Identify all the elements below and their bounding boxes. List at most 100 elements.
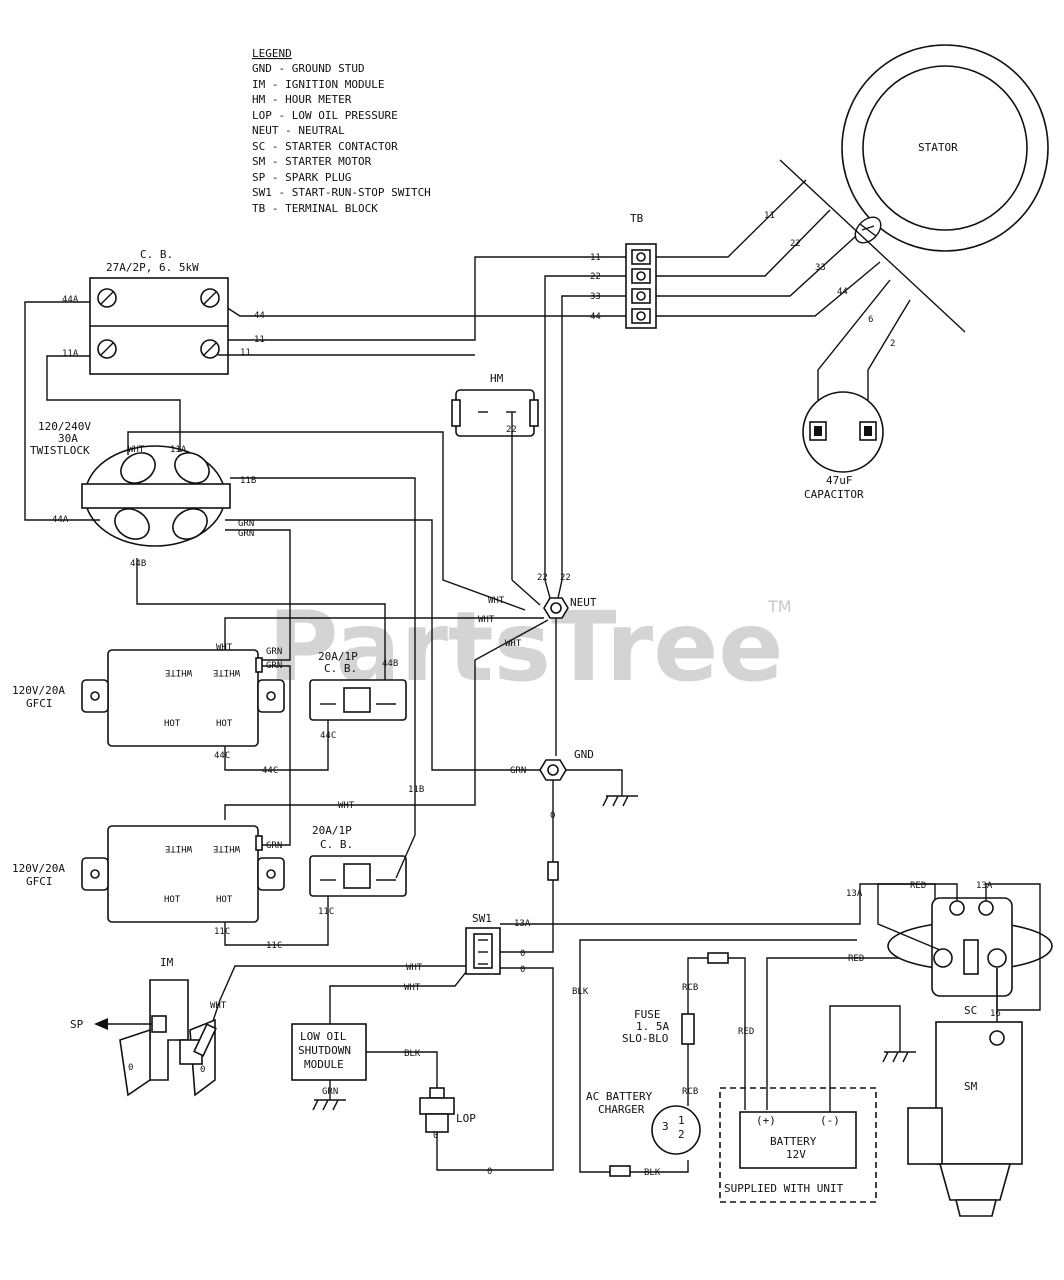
wire-grn-3 <box>262 665 291 846</box>
ignition-module: IM SP WHT 0 0 <box>70 956 227 1097</box>
cb-20a-2-label-2: C. B. <box>320 838 353 851</box>
legend: LEGEND GND - GROUND STUD IM - IGNITION M… <box>252 47 431 215</box>
legend-item: SC - STARTER CONTACTOR <box>252 140 398 153</box>
wire-label: 6 <box>868 315 873 325</box>
charger-label-1: AC BATTERY <box>586 1090 653 1103</box>
starter-contactor: SC RED 13A <box>887 881 1053 1017</box>
wire-44 <box>214 299 626 317</box>
wire-label: 44A <box>62 295 79 305</box>
wire-44a <box>24 301 100 521</box>
sw1-label: SW1 <box>472 912 492 925</box>
legend-title: LEGEND <box>252 47 292 60</box>
legend-item: LOP - LOW OIL PRESSURE <box>252 109 398 122</box>
wire-label: WHT <box>406 963 423 973</box>
wire-label: 22 <box>560 573 571 583</box>
legend-item: SW1 - START-RUN-STOP SWITCH <box>252 186 431 199</box>
battery-label-1: BATTERY <box>770 1135 817 1148</box>
battery-label-2: 12V <box>786 1148 806 1161</box>
wire-wht-im <box>209 965 466 1031</box>
wire-label: GRN <box>238 519 254 529</box>
wire-label: 11B <box>240 476 256 486</box>
capacitor-label-1: 47uF <box>826 474 853 487</box>
legend-item: SM - STARTER MOTOR <box>252 155 372 168</box>
wire-label: GRN <box>266 841 282 851</box>
cb-20a-2-label-1: 20A/1P <box>312 824 352 837</box>
wire-label: GRN <box>322 1087 338 1097</box>
wire-11a <box>46 355 181 452</box>
gfci-outlet-1: 120V/20A GFCI WHITE WHITE HOT HOT WHT GR… <box>12 643 285 761</box>
legend-item: TB - TERMINAL BLOCK <box>252 202 378 215</box>
wire-label: 11A <box>170 445 187 455</box>
wire-label: 22 <box>790 239 801 249</box>
im-label: IM <box>160 956 174 969</box>
wire-label: 44 <box>590 312 601 322</box>
wire-label: 22 <box>506 425 517 435</box>
cb-main-label-2: 27A/2P, 6. 5kW <box>106 261 199 274</box>
hot-label: HOT <box>216 719 233 729</box>
sc-label: SC <box>964 1004 977 1017</box>
wire-wht-gfci2 <box>224 619 549 820</box>
capacitor-label-2: CAPACITOR <box>804 488 864 501</box>
terminal-block: TB 11 22 33 44 <box>590 212 657 329</box>
wire-label: WHT <box>338 801 355 811</box>
wire-label: WHT <box>216 643 233 653</box>
wire-label: BLK <box>644 1168 661 1178</box>
gfci-2-label-1: 120V/20A <box>12 862 65 875</box>
wire-11c <box>224 886 329 946</box>
pin-label: 1 <box>678 1114 685 1127</box>
wire-label: 11 <box>240 348 251 358</box>
wire-label: 33 <box>590 292 601 302</box>
neut-label: NEUT <box>570 596 597 609</box>
capacitor: 47uF CAPACITOR <box>802 391 884 501</box>
wire-red-2 <box>766 957 940 1110</box>
wire-label: RED <box>910 881 926 891</box>
wire-label: 44 <box>254 311 265 321</box>
wire-label: 44B <box>130 559 146 569</box>
ground-stud: GND GRN <box>510 748 638 807</box>
main-circuit-breaker: C. B. 27A/2P, 6. 5kW 44A 11A 44 11 11 <box>62 248 265 375</box>
wire-label: GRN <box>266 647 282 657</box>
wire-label: 0 <box>520 965 525 975</box>
legend-item: NEUT - NEUTRAL <box>252 124 345 137</box>
wire-11 <box>225 256 626 341</box>
legend-item: GND - GROUND STUD <box>252 62 365 75</box>
twistlock-label-2: 30A <box>58 432 78 445</box>
cb-20a-1: 20A/1P C. B. 44B 44C <box>309 650 407 741</box>
battery: (+) (-) BATTERY 12V SUPPLIED WITH UNIT <box>719 1087 877 1203</box>
wire-label: 0 <box>200 1065 205 1075</box>
lop-label: LOP <box>456 1112 476 1125</box>
watermark-tm: TM <box>767 597 792 616</box>
battery-neg: (-) <box>820 1114 840 1127</box>
wire-rcb-2 <box>687 957 708 1014</box>
wire-label: WHT <box>488 596 505 606</box>
inline-connector-2 <box>707 952 729 964</box>
wire-label: GRN <box>510 766 526 776</box>
wire-label: 33 <box>815 263 826 273</box>
low-oil-pressure-switch: LOP 0 <box>419 1087 476 1141</box>
stator: STATOR <box>779 44 1049 333</box>
gnd-label: GND <box>574 748 594 761</box>
wire-label: RCB <box>682 983 698 993</box>
fuse-label-2: 1. 5A <box>636 1020 669 1033</box>
wire-wht-lowoil <box>329 971 467 1024</box>
wire-label: RED <box>738 1027 754 1037</box>
wire-red-1 <box>728 957 746 1110</box>
wire-0-sw1 <box>500 880 554 953</box>
wire-label: 11A <box>62 349 79 359</box>
wire-blk-2 <box>630 1160 689 1173</box>
inline-connector <box>547 861 559 881</box>
fuse-label-1: FUSE <box>634 1008 661 1021</box>
wire-label: 2 <box>890 339 895 349</box>
hm-label: HM <box>490 372 504 385</box>
wire-label: WHT <box>478 615 495 625</box>
supplied-label: SUPPLIED WITH UNIT <box>724 1182 844 1195</box>
wire-label: WHT <box>505 639 522 649</box>
wire-label: 11C <box>266 941 282 951</box>
wire-11b <box>230 477 416 835</box>
wire-label: 0 <box>520 949 525 959</box>
wire-label: RED <box>848 954 864 964</box>
wire-wht-twist <box>127 431 526 611</box>
wire-label: 11 <box>590 253 601 263</box>
hot-label: HOT <box>164 719 181 729</box>
wire-label: 11C <box>214 927 230 937</box>
